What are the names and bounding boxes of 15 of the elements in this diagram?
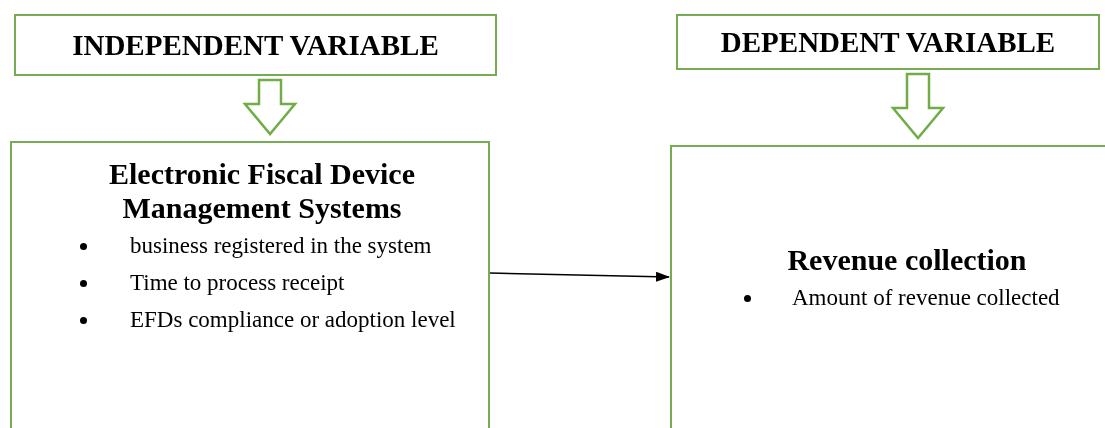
bullet-item: Amount of revenue collected (792, 284, 1061, 312)
arrow (489, 271, 670, 282)
hollow-arrow (242, 78, 298, 136)
bullet-item: EFDs compliance or adoption level (130, 306, 457, 334)
heading-box (676, 14, 1100, 70)
box-heading: DEPENDENT VARIABLE (720, 25, 1056, 59)
content-box (10, 141, 490, 428)
heading-box (14, 14, 497, 76)
box-title: Electronic Fiscal Device Management Systems (108, 157, 416, 225)
hollow-arrow (890, 72, 946, 140)
box-heading: INDEPENDENT VARIABLE (72, 28, 439, 62)
content-box (670, 145, 1105, 428)
box-title: Revenue collection (786, 243, 1028, 277)
bullet-item: Time to process receipt (130, 269, 346, 297)
bullet-item: business registered in the system (130, 232, 433, 260)
